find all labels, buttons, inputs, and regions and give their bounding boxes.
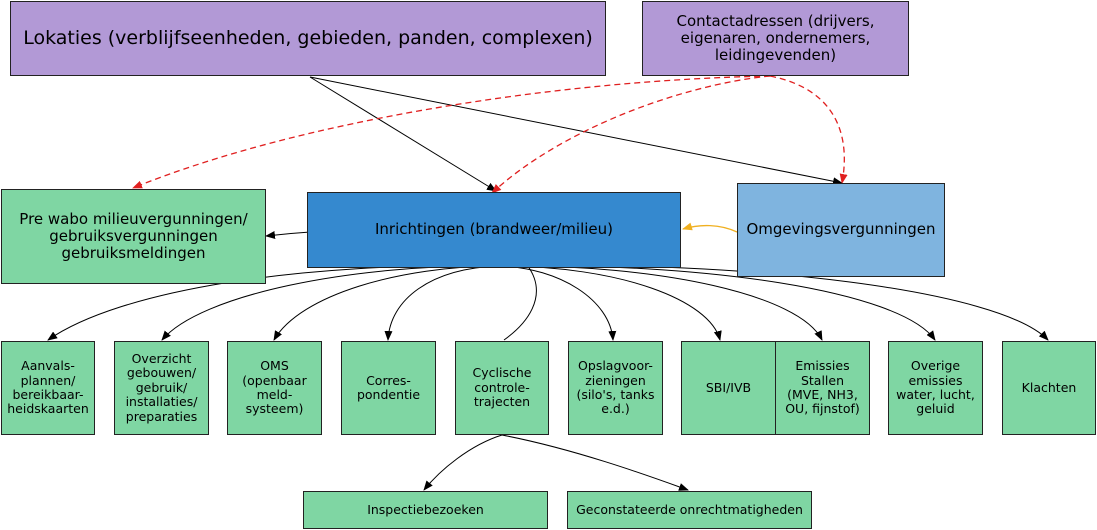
node-opslag-label: Opslagvoor- zieningen (silo's, tanks e.d… xyxy=(576,358,655,417)
node-oms: OMS (openbaar meld- systeem) xyxy=(227,341,322,435)
node-inrichtingen-label: Inrichtingen (brandweer/milieu) xyxy=(374,220,613,239)
node-cyclische: Cyclische controle- trajecten xyxy=(455,341,549,435)
edge-inrichtingen-oms xyxy=(273,265,501,341)
node-overige: Overige emissies water, lucht, geluid xyxy=(888,341,983,435)
node-klachten: Klachten xyxy=(1002,341,1096,435)
node-onrechtmatigheden: Geconstateerde onrechtmatigheden xyxy=(567,491,812,529)
edge-inrichtingen-correspondentie xyxy=(384,265,501,341)
node-onrechtmatigheden-label: Geconstateerde onrechtmatigheden xyxy=(576,501,803,517)
edge-contact-omgevingsvergunningen xyxy=(769,75,848,184)
node-emissies-stallen-label: Emissies Stallen (MVE, NH3, OU, fijnstof… xyxy=(785,358,860,417)
edge-omgevingsvergunningen-inrichtingen xyxy=(682,222,738,233)
edge-contact-prewabo xyxy=(132,75,771,189)
edge-cyclische-inspectiebezoeken xyxy=(423,434,503,491)
edge-cyclische-onrechtmatigheden xyxy=(501,434,689,491)
node-oms-label: OMS (openbaar meld- systeem) xyxy=(242,358,307,417)
node-overige-label: Overige emissies water, lucht, geluid xyxy=(896,358,975,417)
edge-lokaties-inrichtingen xyxy=(309,76,497,192)
node-overzicht-label: Overzicht gebouwen/ gebruik/ installatie… xyxy=(125,351,198,424)
node-inspectiebezoeken: Inspectiebezoeken xyxy=(303,491,548,529)
node-inspectiebezoeken-label: Inspectiebezoeken xyxy=(367,501,484,517)
node-cyclische-label: Cyclische controle- trajecten xyxy=(472,365,532,410)
node-correspondentie-label: Corres- pondentie xyxy=(356,372,421,402)
node-opslag: Opslagvoor- zieningen (silo's, tanks e.d… xyxy=(568,341,663,435)
edge-contact-inrichtingen xyxy=(491,75,771,194)
node-klachten-label: Klachten xyxy=(1021,379,1077,395)
node-prewabo: Pre wabo milieuvergunningen/ gebruiksver… xyxy=(1,189,266,284)
node-lokaties-label: Lokaties (verblijfseenheden, gebieden, p… xyxy=(23,26,593,49)
node-emissies-stallen: Emissies Stallen (MVE, NH3, OU, fijnstof… xyxy=(775,341,870,435)
node-sbi: SBI/IVB xyxy=(681,341,776,435)
node-omgevingsvergunningen-label: Omgevingsvergunningen xyxy=(746,220,936,239)
node-aanvalsplannen: Aanvals- plannen/ bereikbaar- heidskaart… xyxy=(1,341,95,435)
node-omgevingsvergunningen: Omgevingsvergunningen xyxy=(737,183,945,277)
edge-inrichtingen-sbi xyxy=(499,265,722,341)
node-overzicht: Overzicht gebouwen/ gebruik/ installatie… xyxy=(114,341,209,435)
node-correspondentie: Corres- pondentie xyxy=(341,341,436,435)
edge-inrichtingen-emissies xyxy=(499,265,823,341)
node-lokaties: Lokaties (verblijfseenheden, gebieden, p… xyxy=(10,1,606,76)
node-sbi-label: SBI/IVB xyxy=(705,379,752,395)
edge-lokaties-omgevingsvergunningen xyxy=(309,76,843,186)
node-inrichtingen: Inrichtingen (brandweer/milieu) xyxy=(307,192,681,268)
node-contactadressen-label: Contactadressen (drijvers, eigenaren, on… xyxy=(676,11,875,65)
node-aanvalsplannen-label: Aanvals- plannen/ bereikbaar- heidskaart… xyxy=(7,358,89,417)
node-contactadressen: Contactadressen (drijvers, eigenaren, on… xyxy=(642,1,909,76)
node-prewabo-label: Pre wabo milieuvergunningen/ gebruiksver… xyxy=(19,209,248,263)
